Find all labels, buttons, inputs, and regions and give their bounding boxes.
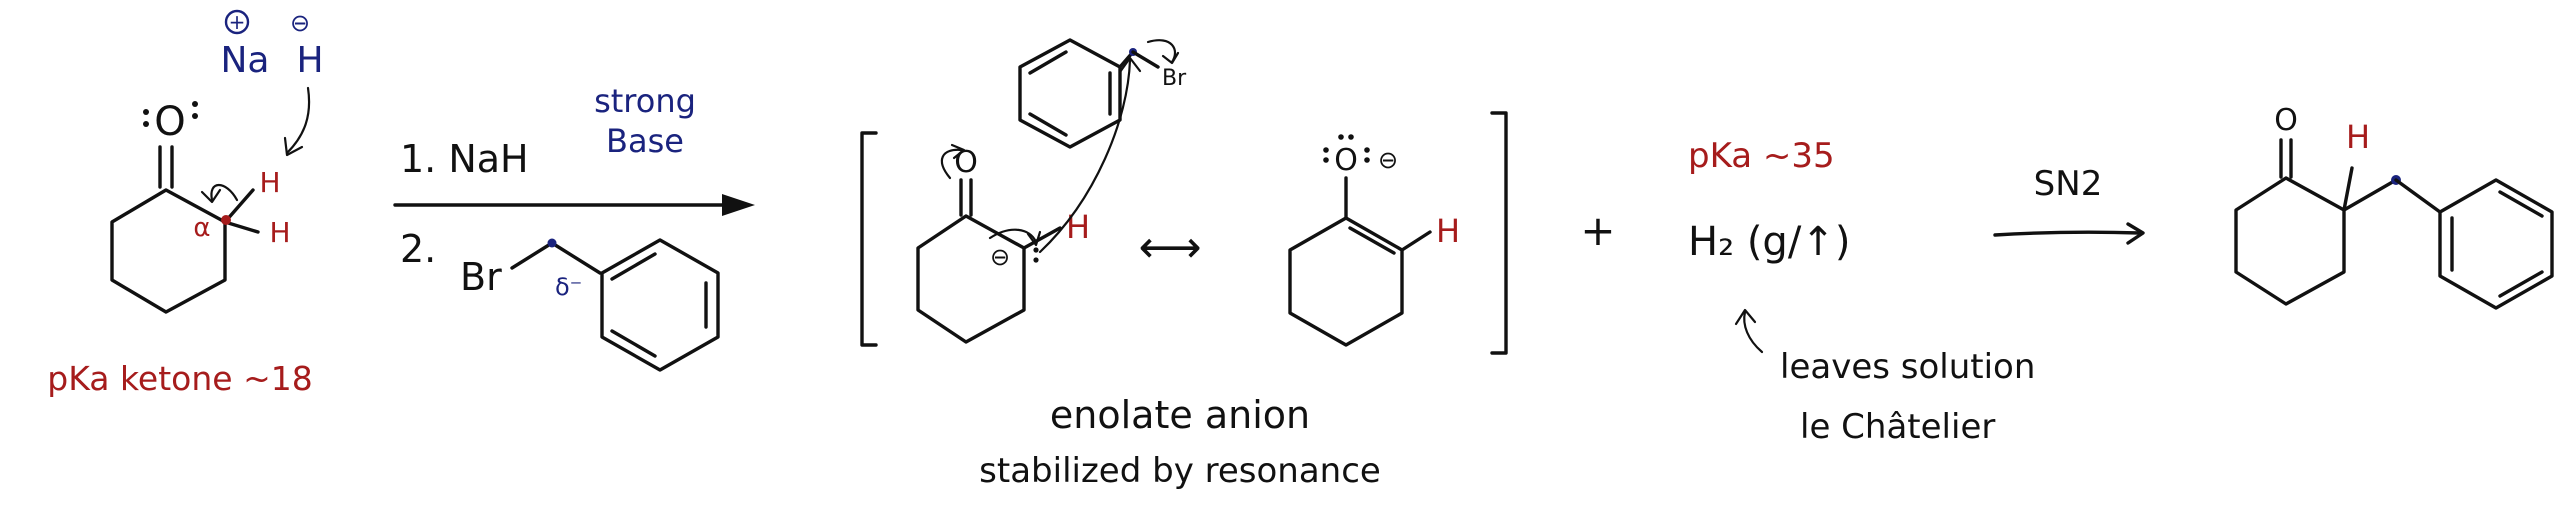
step1-label: 1. NaH: [400, 137, 529, 181]
nucleophilic-attack-arrow: [1038, 58, 1132, 254]
delta-minus: δ⁻: [555, 273, 582, 301]
leaves-solution-arrowhead: [1734, 308, 1757, 326]
leaving-group-arrow: [1146, 39, 1177, 64]
enolate-right-h: H: [1436, 212, 1460, 250]
strong-base-line1: strong: [594, 82, 696, 120]
oxygen-lone-pairs: [143, 101, 198, 127]
na-label: Na: [221, 40, 270, 81]
resonance-arrow: ⟷: [1138, 222, 1201, 273]
sn2-arrow-shaft: [1993, 230, 2142, 237]
enolate-right-minus: ⊖: [1378, 146, 1398, 174]
bracket-left: [860, 131, 878, 347]
plus-charge: +: [229, 10, 246, 34]
ch-bond-curved-arrow: [210, 183, 239, 202]
minus-charge: ⊖: [290, 9, 310, 37]
alpha-carbon-dot: [221, 215, 231, 225]
le-chatelier-label: le Châtelier: [1800, 407, 1995, 447]
benzyl-bromide-electrophile: Br: [1018, 38, 1187, 149]
product-oxygen: O: [2274, 103, 2298, 138]
enolate-carbanion-form: O H ⊖: [916, 56, 1142, 344]
cyclohexanone: O H H α pKa ketone ~18: [47, 99, 312, 398]
step2-label: 2.: [400, 227, 436, 271]
h2-pka: pKa ~35: [1688, 136, 1835, 176]
enolate-push-arrow: [988, 228, 1038, 244]
bracket-right: [1490, 111, 1508, 355]
benzylic-carbon-dot: [547, 238, 557, 248]
carbonyl-push-arrowhead: [950, 143, 966, 160]
enolate-bracket: Br O H ⊖ ⟷: [860, 38, 1508, 491]
hydrogen-byproduct: + pKa ~35 H₂ (g/↑) leaves solution le Ch…: [1580, 136, 2035, 447]
enolate-push-arrowhead: [1026, 230, 1042, 247]
alpha-h-bottom: H: [269, 216, 290, 249]
alpha-label: α: [193, 213, 210, 243]
enolate-caption-line2: stabilized by resonance: [979, 451, 1381, 491]
ch-bond-arrowhead: [200, 188, 222, 204]
plus-charge-circle: [224, 9, 250, 35]
carbonyl-push-arrow: [940, 148, 964, 180]
sn2-step: SN2: [1993, 164, 2145, 245]
enolate-caption-line1: enolate anion: [1050, 393, 1310, 437]
leaves-solution-arrow: [1743, 310, 1764, 354]
nucleophilic-attack-arrowhead: [1118, 56, 1142, 74]
strong-base-line2: Base: [606, 122, 684, 160]
plus-sign: +: [1580, 206, 1615, 255]
alkylated-ketone-product: O H: [2234, 103, 2554, 310]
leaving-group-arrowhead: [1161, 51, 1180, 65]
sn2-label: SN2: [2034, 164, 2103, 204]
alpha-h-top: H: [259, 166, 280, 199]
leaves-solution-label: leaves solution: [1780, 347, 2035, 387]
ketone-oxygen: O: [154, 99, 185, 145]
ketone-pka: pKa ketone ~18: [47, 359, 312, 398]
reaction-arrowhead: [722, 194, 755, 216]
enolate-oxyanion-form: O ⊖ H: [1288, 134, 1460, 347]
enolate-left-minus: ⊖: [990, 243, 1010, 271]
sodium-hydride-reagent: + ⊖ Na H: [221, 9, 324, 157]
enolate-left-h: H: [1066, 208, 1090, 246]
benzyl-br-label: Br: [1162, 66, 1187, 91]
h2-gas: H₂ (g/↑): [1688, 219, 1850, 265]
benzyl-bromide-br: Br: [460, 255, 502, 299]
reaction-conditions: 1. NaH strong Base 2. Br δ⁻: [393, 82, 755, 372]
product-h: H: [2346, 118, 2370, 156]
hydride-arrowhead: [283, 136, 304, 157]
enolate-right-oxygen: O: [1334, 143, 1358, 178]
hydride-curved-arrow: [285, 86, 311, 155]
sn2-arrowhead: [2126, 222, 2145, 245]
hydride-label: H: [296, 40, 323, 81]
